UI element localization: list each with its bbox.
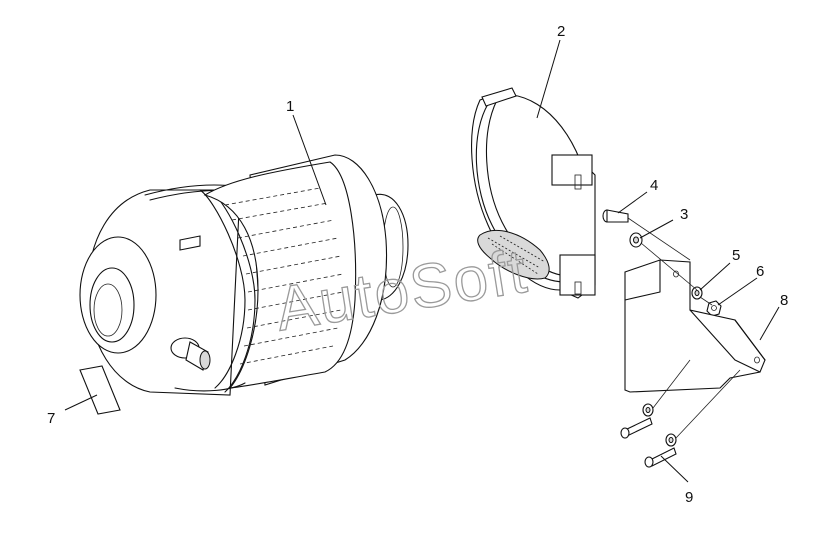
nut-6 — [706, 300, 722, 317]
bolt-4 — [602, 209, 629, 223]
bolt-9-upper — [620, 417, 653, 439]
washer-9-upper — [642, 403, 654, 417]
callout-3: 3 — [680, 206, 688, 223]
callout-4: 4 — [650, 177, 658, 194]
callout-labels: 1 2 3 4 5 6 7 8 9 — [47, 23, 788, 506]
assembly-axes — [627, 217, 741, 439]
filter-perforations — [224, 187, 344, 365]
washer-5 — [691, 286, 703, 300]
callout-1: 1 — [286, 98, 294, 115]
air-filter-housing — [79, 154, 409, 396]
leader-lines — [64, 39, 780, 483]
washer-3 — [629, 232, 643, 248]
callout-2: 2 — [557, 23, 565, 40]
mounting-strap — [471, 87, 596, 299]
callout-6: 6 — [756, 263, 764, 280]
bracket-8 — [624, 259, 766, 393]
callout-5: 5 — [732, 247, 740, 264]
callout-9: 9 — [685, 489, 693, 506]
bolt-9-lower — [644, 447, 677, 468]
washer-9-lower — [665, 433, 677, 447]
label-sticker-7 — [79, 365, 121, 415]
callout-7: 7 — [47, 410, 55, 427]
callout-8: 8 — [780, 292, 788, 309]
